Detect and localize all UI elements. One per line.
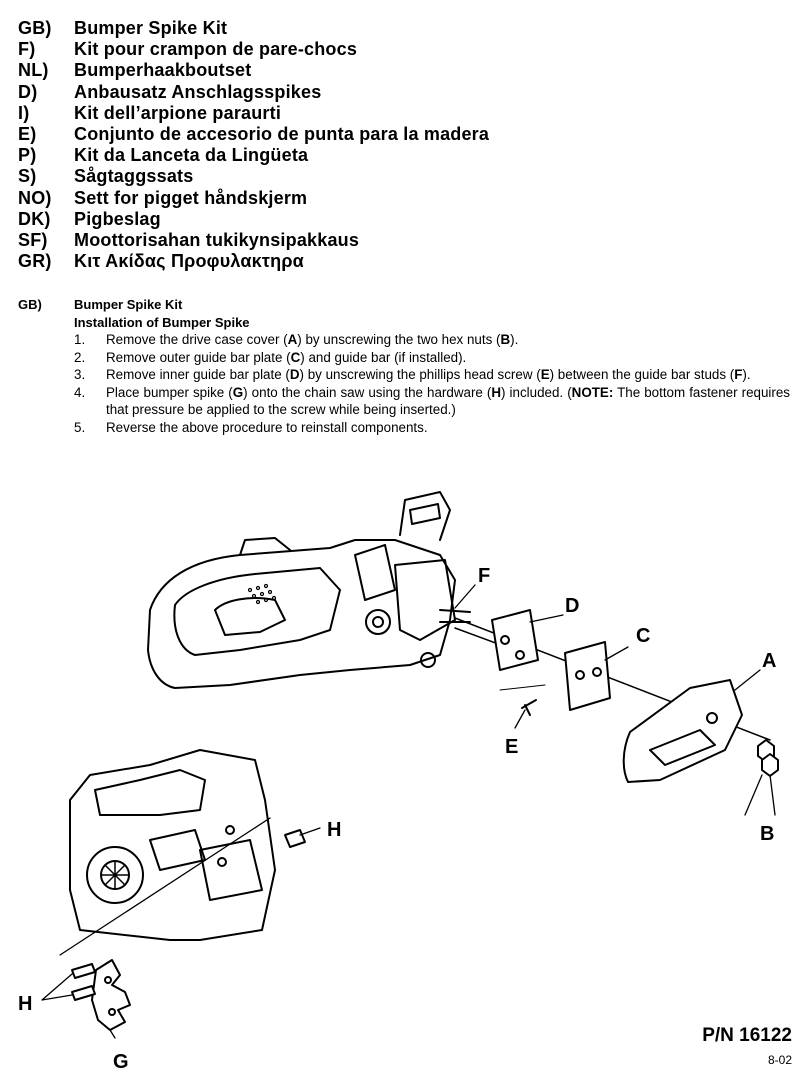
callout-b: B (760, 823, 774, 845)
title-row: GR) Κιτ Ακίδας Προφυλακτηρα (18, 251, 489, 272)
lang-code: NL) (18, 60, 49, 81)
steps-list: 1. Remove the drive case cover (A) by uns… (18, 331, 790, 436)
callout-c: C (636, 625, 650, 647)
title-text: Kit da Lanceta da Lingüeta (74, 145, 309, 166)
lang-code: GB) (18, 18, 52, 39)
title-row: D) Anbausatz Anschlagsspikes (18, 82, 489, 103)
step-item: 5. Reverse the above procedure to reinsta… (74, 419, 790, 437)
lang-code: P) (18, 145, 37, 166)
title-row: F) Kit pour crampon de pare-chocs (18, 39, 489, 60)
step-text: Remove outer guide bar plate (C) and gui… (106, 349, 467, 365)
lang-code: E) (18, 124, 37, 145)
outer-guide-plate-c (564, 641, 611, 711)
title-row: P) Kit da Lanceta da Lingüeta (18, 145, 489, 166)
lang-code: F) (18, 39, 36, 60)
title-text: Moottorisahan tukikynsipakkaus (74, 229, 360, 250)
part-number: P/N 16122 (702, 1025, 792, 1046)
title-row: I) Kit dell’arpione paraurti (18, 103, 489, 124)
exploded-diagram: F D C A E B H H G (18, 491, 779, 1073)
title-text: Kit dell’arpione paraurti (74, 102, 282, 123)
inner-guide-plate-d (491, 609, 539, 671)
step-number: 3. (74, 367, 86, 382)
title-text: Conjunto de accesorio de punta para la m… (74, 124, 490, 145)
title-text: Anbausatz Anschlagsspikes (74, 81, 322, 102)
title-text: Sågtaggssats (74, 166, 194, 187)
section-subheading: Installation of Bumper Spike (74, 314, 250, 330)
title-row: S) Sågtaggssats (18, 166, 489, 187)
title-text: Κιτ Ακίδας Προφυλακτηρα (74, 251, 304, 272)
section-heading: GB) Bumper Spike Kit (18, 296, 790, 314)
callout-h-left: H (18, 993, 32, 1015)
title-row: E) Conjunto de accesorio de punta para la… (18, 124, 489, 145)
step-text: Reverse the above procedure to reinstall… (106, 419, 428, 435)
callout-d: D (565, 595, 579, 617)
lang-code: NO) (18, 187, 52, 208)
drive-case-cover-a (622, 679, 743, 783)
callout-a: A (762, 650, 776, 672)
step-item: 1. Remove the drive case cover (A) by uns… (74, 331, 790, 349)
title-row: NO) Sett for pigget håndskjerm (18, 188, 489, 209)
callout-h-top: H (327, 819, 341, 841)
title-text: Bumper Spike Kit (74, 18, 228, 39)
callout-e: E (505, 736, 518, 758)
lang-code: DK) (18, 208, 51, 229)
lang-code: S) (18, 166, 37, 187)
title-row: DK) Pigbeslag (18, 209, 489, 230)
title-text: Kit pour crampon de pare-chocs (74, 39, 358, 60)
title-text: Sett for pigget håndskjerm (74, 187, 308, 208)
step-text: Remove the drive case cover (A) by unscr… (106, 332, 519, 347)
title-row: GB) Bumper Spike Kit (18, 18, 489, 39)
step-text: Remove inner guide bar plate (D) by unsc… (106, 367, 751, 382)
instructions-section: GB) Bumper Spike Kit Installation of Bum… (18, 296, 790, 436)
step-item: 3. Remove inner guide bar plate (D) by un… (74, 366, 790, 384)
date-code: 8-02 (767, 1053, 792, 1067)
title-list: GB) Bumper Spike Kit F) Kit pour crampon d… (18, 18, 489, 272)
lang-code: SF) (18, 229, 48, 250)
bumper-spike-g (91, 959, 131, 1031)
step-number: 5. (74, 419, 86, 435)
chain-saw-closeup (69, 749, 276, 941)
callout-g: G (113, 1051, 129, 1073)
step-number: 1. (74, 332, 86, 347)
lang-code: GR) (18, 251, 52, 272)
section-lang-code: GB) (18, 297, 42, 312)
callout-f: F (478, 565, 490, 587)
lang-code: D) (18, 81, 38, 102)
step-item: 4. Place bumper spike (G) onto the chain … (74, 384, 790, 419)
title-text: Pigbeslag (74, 208, 161, 229)
title-row: NL) Bumperhaakboutset (18, 60, 489, 81)
lang-code: I) (18, 102, 30, 123)
step-item: 2. Remove outer guide bar plate (C) and g… (74, 349, 790, 367)
step-number: 4. (74, 384, 86, 400)
step-text: Place bumper spike (G) onto the chain sa… (106, 384, 791, 418)
hex-nuts-b (757, 739, 779, 777)
chain-saw-body (147, 491, 471, 689)
step-number: 2. (74, 349, 86, 365)
title-text: Bumperhaakboutset (74, 60, 252, 81)
title-row: SF) Moottorisahan tukikynsipakkaus (18, 230, 489, 251)
phillips-screw-e (521, 699, 537, 716)
section-title: Bumper Spike Kit (74, 297, 183, 312)
